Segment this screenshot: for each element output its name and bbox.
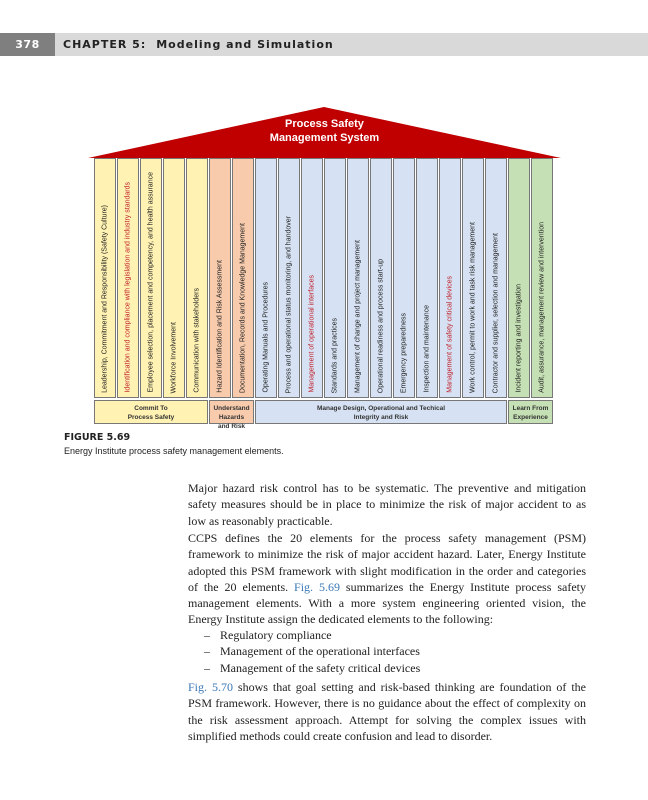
psm-element-column: Documentation, Records and Knowledge Man… — [232, 158, 254, 398]
chapter-title: Modeling and Simulation — [156, 38, 334, 51]
psm-element-column: Work control, permit to work and task ri… — [462, 158, 484, 398]
psm-element-column: Contractor and supplier, selection and m… — [485, 158, 507, 398]
psm-element-label: Contractor and supplier, selection and m… — [492, 232, 500, 393]
foundation-block: Commit To Process Safety — [94, 400, 208, 424]
bullet-text: Management of the operational interfaces — [220, 644, 420, 659]
psm-element-column: Identification and compliance with legis… — [117, 158, 139, 398]
psm-element-column: Standards and practices — [324, 158, 346, 398]
paragraph-1: Major hazard risk control has to be syst… — [188, 481, 586, 528]
psm-element-column: Workforce Involvement — [163, 158, 185, 398]
foundation-line1: Manage Design, Operational and Techical — [316, 405, 446, 412]
roof-graphic — [88, 107, 561, 158]
psm-element-column: Management of safety critical devices — [439, 158, 461, 398]
chapter-heading: CHAPTER 5: Modeling and Simulation — [63, 33, 334, 56]
foundation-line1: Commit To — [134, 405, 168, 412]
foundation-line2: Integrity and Risk — [353, 414, 409, 421]
figure-label: FIGURE 5.69 — [64, 432, 131, 443]
psm-element-label: Work control, permit to work and task ri… — [469, 221, 477, 393]
psm-element-column: Employee selection, placement and compet… — [140, 158, 162, 398]
foundation-line1: Understand Hazards — [213, 405, 250, 421]
foundation-line2: Experience — [513, 414, 548, 421]
foundation-block: Understand Hazards and Risk — [209, 400, 254, 430]
psm-element-label: Hazard Identification and Risk Assessmen… — [216, 260, 224, 393]
psm-element-label: Management of operational interfaces — [308, 275, 316, 393]
psm-element-label: Operational readiness and process start-… — [377, 258, 385, 393]
psm-element-label: Employee selection, placement and compet… — [147, 172, 155, 393]
psm-element-column: Emergency preparedness — [393, 158, 415, 398]
paragraph-2-text-b: summarizes the Energy Institute process … — [188, 579, 586, 627]
psm-element-column: Audit, assurance, management review and … — [531, 158, 553, 398]
psm-figure: Process Safety Management System Leaders… — [88, 101, 561, 430]
psm-element-column: Process and operational status monitorin… — [278, 158, 300, 398]
bullet-dash: – — [204, 660, 210, 675]
psm-element-label: Standards and practices — [331, 317, 339, 394]
bullet-dash: – — [204, 644, 210, 659]
psm-element-label: Process and operational status monitorin… — [285, 215, 293, 393]
roof-title-line2: Management System — [269, 132, 380, 144]
bullet-item: –Regulatory compliance — [204, 627, 420, 643]
psm-element-label: Management of change and project managem… — [354, 240, 362, 393]
page-number: 378 — [0, 33, 55, 56]
paragraph-2-text-a: CCPS defines the 20 elements for the pro… — [188, 531, 586, 594]
psm-element-label: Communication with stakeholders — [193, 288, 201, 393]
psm-element-label: Operating Manuals and Procedures — [262, 282, 270, 393]
psm-element-column: Leadership, Commitment and Responsibilit… — [94, 158, 116, 398]
psm-element-column: Management of change and project managem… — [347, 158, 369, 398]
psm-element-column: Operational readiness and process start-… — [370, 158, 392, 398]
bullet-item: –Management of the safety critical devic… — [204, 660, 420, 676]
psm-element-label: Inspection and maintenance — [423, 305, 431, 393]
psm-element-label: Workforce Involvement — [170, 321, 178, 393]
psm-element-column: Management of operational interfaces — [301, 158, 323, 398]
paragraph-3: Fig. 5.70 shows that goal setting and ri… — [188, 679, 586, 744]
bullet-dash: – — [204, 628, 210, 642]
paragraph-3-text: shows that goal setting and risk-based t… — [188, 680, 586, 743]
bullet-text: Regulatory compliance — [220, 628, 332, 642]
bullet-list: –Regulatory compliance –Management of th… — [204, 627, 420, 676]
psm-element-column: Inspection and maintenance — [416, 158, 438, 398]
psm-element-column: Incident reporting and investigation — [508, 158, 530, 398]
psm-element-label: Leadership, Commitment and Responsibilit… — [101, 205, 109, 393]
roof — [88, 107, 561, 158]
foundation-line2: Process Safety — [127, 414, 175, 421]
foundation-line1: Learn From — [512, 405, 549, 412]
figure-570-link[interactable]: Fig. 5.70 — [188, 680, 233, 694]
psm-element-column: Communication with stakeholders — [186, 158, 208, 398]
psm-element-label: Documentation, Records and Knowledge Man… — [239, 222, 247, 393]
roof-title: Process Safety Management System — [88, 117, 561, 145]
figure-caption: Energy Institute process safety manageme… — [64, 446, 284, 456]
foundation-line2: and Risk — [217, 423, 246, 430]
psm-element-label: Management of safety critical devices — [446, 276, 454, 393]
psm-element-column: Operating Manuals and Procedures — [255, 158, 277, 398]
bullet-text: Management of the safety critical device… — [220, 660, 421, 675]
roof-title-line1: Process Safety — [285, 118, 364, 130]
psm-element-label: Audit, assurance, management review and … — [538, 222, 546, 393]
chapter-number: CHAPTER 5: — [63, 38, 147, 51]
psm-element-label: Incident reporting and investigation — [515, 284, 523, 393]
psm-element-label: Emergency preparedness — [400, 312, 408, 393]
psm-element-column: Hazard Identification and Risk Assessmen… — [209, 158, 231, 398]
running-header: 378 CHAPTER 5: Modeling and Simulation — [0, 33, 648, 56]
psm-element-label: Identification and compliance with legis… — [124, 182, 132, 393]
figure-569-link[interactable]: Fig. 5.69 — [294, 579, 340, 594]
paragraph-2: CCPS defines the 20 elements for the pro… — [188, 530, 586, 628]
bullet-item: –Management of the operational interface… — [204, 643, 420, 659]
